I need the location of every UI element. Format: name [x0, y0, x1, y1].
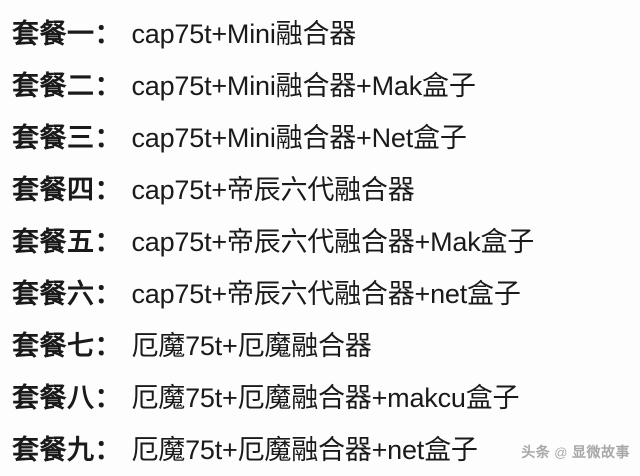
list-item: 套餐九 ： 厄魔75t+厄魔融合器+net盒子: [0, 424, 640, 476]
package-value: cap75t+Mini融合器+Net盒子: [131, 123, 467, 153]
package-label: 套餐一: [12, 19, 95, 49]
list-item: 套餐四 ： cap75t+帝辰六代融合器: [0, 164, 640, 216]
package-colon: ：: [94, 123, 122, 153]
list-item: 套餐五 ： cap75t+帝辰六代融合器+Mak盒子: [0, 216, 640, 268]
package-colon: ：: [94, 19, 122, 49]
list-item: 套餐一 ： cap75t+Mini融合器: [0, 8, 640, 60]
list-item: 套餐八 ： 厄魔75t+厄魔融合器+makcu盒子: [0, 372, 640, 424]
watermark-platform: 头条: [521, 444, 551, 460]
list-item: 套餐七 ： 厄魔75t+厄魔融合器: [0, 320, 640, 372]
watermark-author: 显微故事: [572, 444, 630, 460]
package-colon: ：: [94, 331, 122, 361]
package-colon: ：: [94, 279, 122, 309]
package-colon: ：: [94, 383, 122, 413]
package-label: 套餐三: [12, 123, 95, 153]
package-label: 套餐八: [12, 383, 95, 413]
package-colon: ：: [94, 435, 122, 465]
package-label: 套餐五: [12, 227, 95, 257]
package-colon: ：: [94, 71, 122, 101]
list-item: 套餐六 ： cap75t+帝辰六代融合器+net盒子: [0, 268, 640, 320]
package-label: 套餐九: [12, 435, 95, 465]
package-colon: ：: [94, 175, 122, 205]
list-item: 套餐三 ： cap75t+Mini融合器+Net盒子: [0, 112, 640, 164]
list-item: 套餐二 ： cap75t+Mini融合器+Mak盒子: [0, 60, 640, 112]
package-label: 套餐六: [12, 279, 95, 309]
package-value: cap75t+Mini融合器+Mak盒子: [131, 71, 476, 101]
package-value: 厄魔75t+厄魔融合器+net盒子: [131, 435, 478, 465]
watermark-at-icon: @: [554, 444, 568, 460]
package-value: cap75t+Mini融合器: [131, 19, 357, 49]
watermark: 头条 @ 显微故事: [521, 442, 630, 462]
package-value: cap75t+帝辰六代融合器: [131, 175, 415, 205]
package-label: 套餐四: [12, 175, 95, 205]
package-colon: ：: [94, 227, 122, 257]
package-value: 厄魔75t+厄魔融合器: [131, 331, 372, 361]
package-label: 套餐七: [12, 331, 95, 361]
package-value: cap75t+帝辰六代融合器+net盒子: [131, 279, 521, 309]
package-value: cap75t+帝辰六代融合器+Mak盒子: [131, 227, 535, 257]
package-value: 厄魔75t+厄魔融合器+makcu盒子: [131, 383, 520, 413]
package-label: 套餐二: [12, 71, 95, 101]
